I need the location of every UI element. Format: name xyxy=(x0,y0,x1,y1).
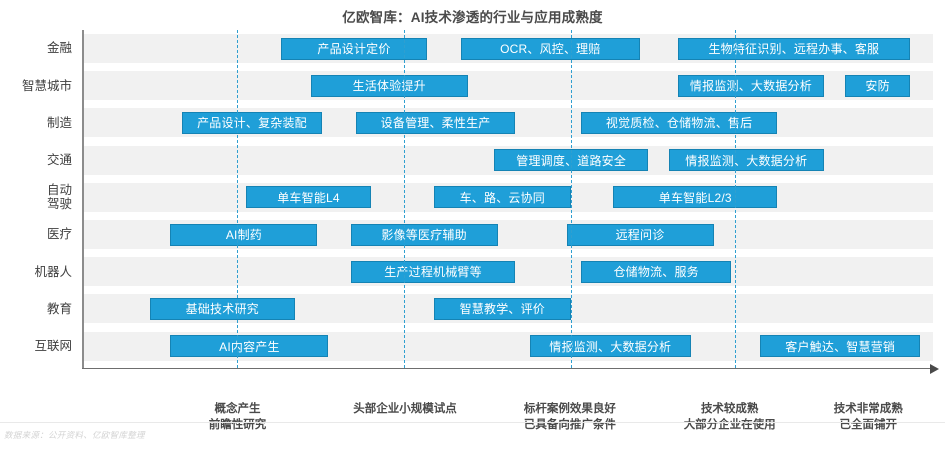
row-category-label: 金融 xyxy=(46,41,72,56)
chart-bar[interactable]: 车、路、云协同 xyxy=(433,186,571,209)
chart-plot-area: 金融 产品设计定价 OCR、风控、理赔 生物特征识别、远程办事、客服智慧城市 生活体验提… xyxy=(0,30,945,431)
chart-bar[interactable]: 产品设计定价 xyxy=(280,37,428,60)
row-category-label: 机器人 xyxy=(34,264,72,279)
x-axis-stage-label: 概念产生 前瞻性研究 xyxy=(208,403,267,431)
row-category-label: 医疗 xyxy=(46,227,72,242)
chart-row: 自动 驾驶 单车智能L4 车、路、云协同 单车智能L2/3 xyxy=(0,179,945,216)
chart-bar[interactable]: 智慧教学、评价 xyxy=(433,297,571,320)
page-title: 亿欧智库：AI技术渗透的行业与应用成熟度 xyxy=(342,10,603,25)
chart-bar[interactable]: 生活体验提升 xyxy=(310,74,468,97)
x-axis-stage-label: 头部企业小规模试点 xyxy=(353,403,457,415)
x-axis-stage-label: 技术非常成熟 已全面铺开 xyxy=(833,403,903,431)
chart-bar[interactable]: 基础技术研究 xyxy=(150,297,295,320)
row-category-label: 制造 xyxy=(46,115,72,130)
row-category-label: 自动 驾驶 xyxy=(46,183,72,212)
chart-bar[interactable]: 情报监测、大数据分析 xyxy=(668,149,825,172)
row-category-label: 互联网 xyxy=(34,339,72,353)
chart-bar[interactable]: 单车智能L2/3 xyxy=(613,186,778,209)
chart-bar[interactable]: 影像等医疗辅助 xyxy=(350,223,498,246)
x-axis-stage-label: 标杆案例效果良好 已具备向推广条件 xyxy=(523,403,616,431)
chart-bar[interactable]: 设备管理、柔性生产 xyxy=(355,111,516,134)
x-axis-line xyxy=(82,368,932,370)
gridline xyxy=(404,30,406,368)
chart-bar[interactable]: 情报监测、大数据分析 xyxy=(529,335,691,358)
y-axis-line xyxy=(82,30,84,368)
chart-row: 金融 产品设计定价 OCR、风控、理赔 生物特征识别、远程办事、客服 xyxy=(0,30,945,67)
source-note: 数据来源：公开资料、亿欧智库整理 xyxy=(4,430,145,440)
chart-row: 制造 产品设计、复杂装配 设备管理、柔性生产 视觉质检、仓储物流、售后 xyxy=(0,104,945,141)
x-axis-arrow-icon xyxy=(930,363,939,374)
chart-bar[interactable]: 单车智能L4 xyxy=(246,186,371,209)
chart-row: 交通管理调度、道路安全情报监测、大数据分析 xyxy=(0,142,945,179)
footer-divider xyxy=(0,422,945,423)
chart-bar[interactable]: AI制药 xyxy=(170,223,318,246)
chart-bar[interactable]: AI内容产生 xyxy=(170,335,329,358)
chart-row: 机器人 生产过程机械臂等 仓储物流、服务 xyxy=(0,253,945,290)
row-category-label: 智慧城市 xyxy=(21,78,72,93)
row-category-label: 教育 xyxy=(46,301,72,316)
gridline xyxy=(236,30,238,368)
chart-bar[interactable]: 情报监测、大数据分析 xyxy=(677,74,825,97)
x-axis-labels: 概念产生 前瞻性研究 头部企业小规模试点 标杆案例效果良好 已具备向推广条件 技术较成… xyxy=(0,402,945,444)
chart-bar[interactable]: 视觉质检、仓储物流、售后 xyxy=(580,111,778,134)
chart-bar[interactable]: 远程问诊 xyxy=(566,223,714,246)
chart-bar[interactable]: 安防 xyxy=(845,74,910,97)
chart-bar[interactable]: 产品设计、复杂装配 xyxy=(182,111,322,134)
chart-row: 互联网 AI内容产生 情报监测、大数据分析 客户触达、智慧营销 xyxy=(0,328,945,365)
chart-bar[interactable]: OCR、风控、理赔 xyxy=(461,37,640,60)
chart-bar[interactable]: 客户触达、智慧营销 xyxy=(760,335,921,358)
chart-bar[interactable]: 生产过程机械臂等 xyxy=(350,260,516,283)
chart-bar[interactable]: 仓储物流、服务 xyxy=(580,260,732,283)
x-axis-stage-label: 技术较成熟 大部分企业在使用 xyxy=(683,403,776,431)
gridline xyxy=(734,30,736,368)
chart-row: 医疗 AI制药 影像等医疗辅助 远程问诊 xyxy=(0,216,945,253)
chart-row: 教育 基础技术研究 智慧教学、评价 xyxy=(0,290,945,327)
row-category-label: 交通 xyxy=(46,153,72,167)
chart-row: 智慧城市 生活体验提升 情报监测、大数据分析安防 xyxy=(0,67,945,104)
chart-bar[interactable]: 生物特征识别、远程办事、客服 xyxy=(677,37,910,60)
gridline xyxy=(570,30,572,368)
